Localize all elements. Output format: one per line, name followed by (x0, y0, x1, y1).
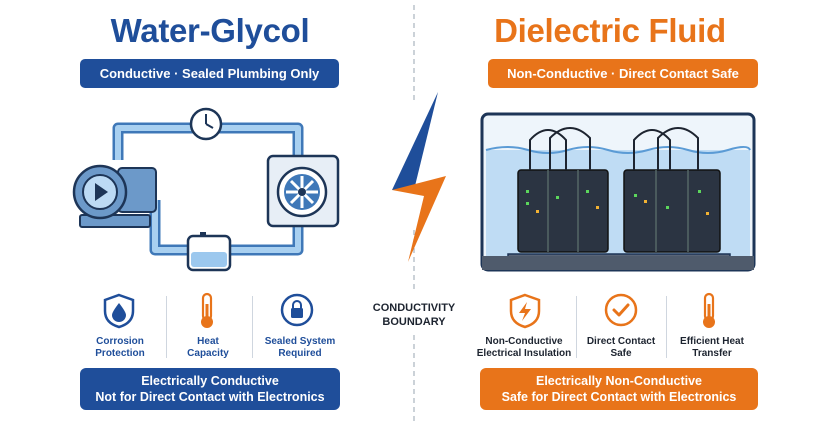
lightning-shield-icon (509, 293, 541, 329)
pump-icon (72, 164, 157, 228)
lock-icon (280, 293, 314, 327)
right-feature-divider-1 (576, 296, 577, 358)
reservoir-icon (186, 232, 232, 272)
right-title: Dielectric Fluid (494, 12, 726, 49)
check-circle-icon (604, 293, 638, 327)
fan-radiator-icon (266, 154, 340, 228)
server-rack-right (623, 169, 721, 253)
left-feature-divider-1 (166, 296, 167, 358)
left-feature-divider-2 (252, 296, 253, 358)
right-feature-divider-2 (666, 296, 667, 358)
left-subtitle-pill: Conductive · Sealed Plumbing Only (80, 59, 339, 88)
immersion-tank-illustration (480, 112, 756, 272)
water-glycol-loop-illustration (72, 107, 340, 272)
gauge-icon (189, 107, 223, 141)
server-rack-left (517, 169, 609, 253)
thermometer-icon (201, 292, 213, 328)
left-title: Water-Glycol (110, 12, 310, 49)
right-subtitle-pill: Non-Conductive · Direct Contact Safe (488, 59, 758, 88)
thermometer-icon (703, 292, 715, 328)
lightning-bolt-icon (392, 92, 446, 262)
water-drop-shield-icon (103, 293, 135, 329)
